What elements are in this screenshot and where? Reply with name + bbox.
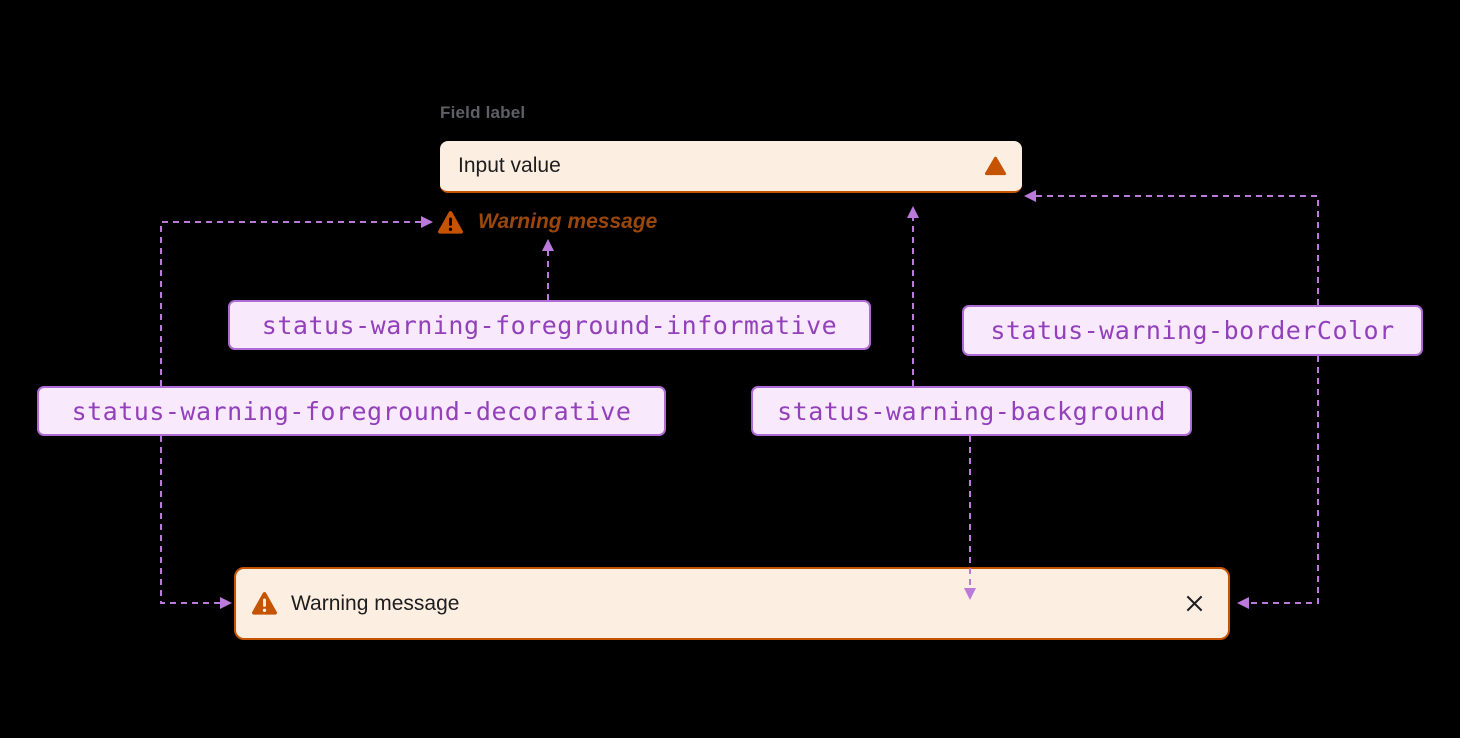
input-value: Input value	[458, 154, 561, 177]
warning-banner: Warning message	[234, 567, 1230, 640]
connector-background-to-input	[907, 206, 919, 386]
warning-alert-icon	[437, 210, 464, 234]
warning-alert-icon	[251, 591, 278, 615]
token-status-warning-foreground-decorative: status-warning-foreground-decorative	[37, 386, 666, 436]
connector-decorative-to-banner-icon	[160, 436, 232, 609]
connector-bordercolor-to-banner	[1237, 356, 1319, 609]
token-status-warning-borderColor: status-warning-borderColor	[962, 305, 1423, 356]
token-status-warning-foreground-informative: status-warning-foreground-informative	[228, 300, 871, 350]
helptext-message: Warning message	[478, 210, 658, 233]
banner-message: Warning message	[291, 591, 460, 615]
text-input[interactable]: Input value	[440, 141, 1022, 193]
warning-triangle-icon	[984, 156, 1007, 176]
field-warning-helptext: Warning message	[437, 208, 657, 236]
field-label: Field label	[440, 103, 526, 122]
close-icon[interactable]	[1182, 592, 1206, 616]
connector-bordercolor-to-input	[1024, 190, 1319, 305]
token-status-warning-background: status-warning-background	[751, 386, 1192, 436]
connector-informative-to-helptext	[542, 239, 554, 300]
